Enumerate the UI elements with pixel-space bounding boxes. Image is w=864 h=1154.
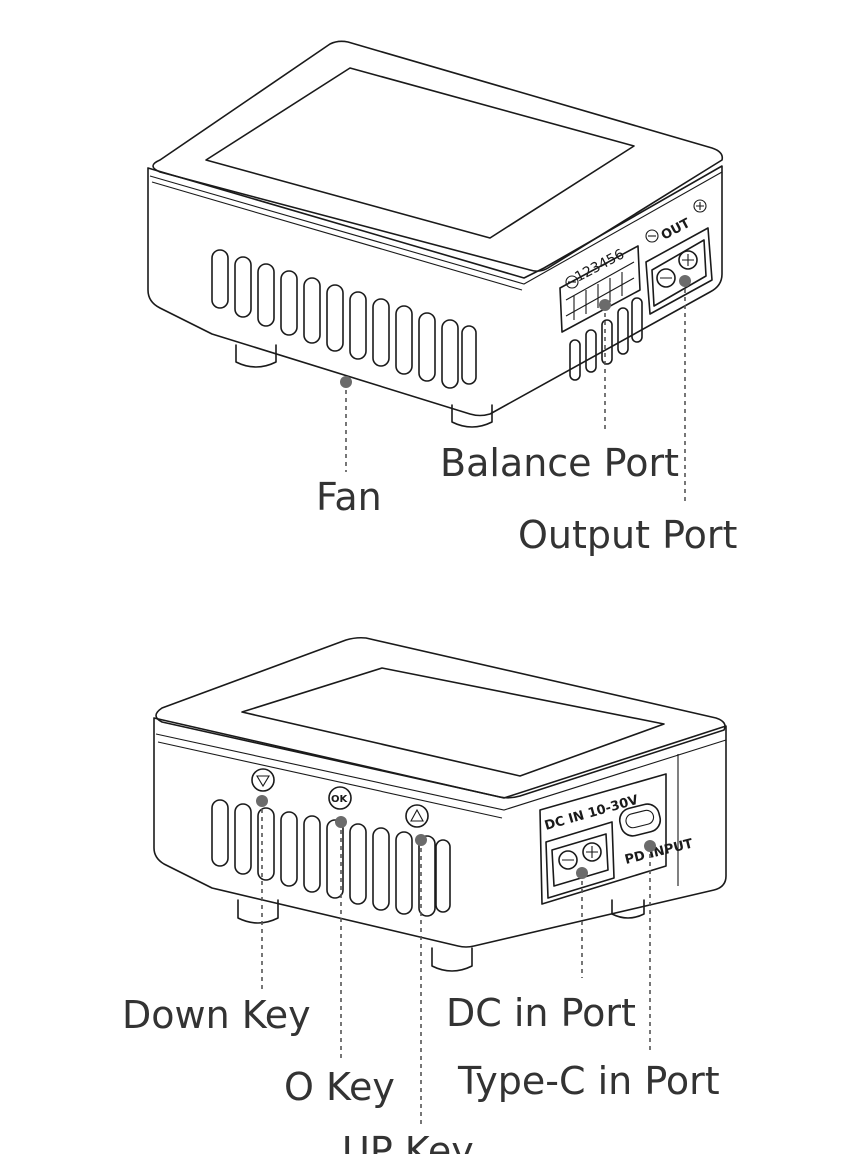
up-key-button: [405, 804, 429, 828]
callout-up-key: UP Key: [342, 834, 474, 1154]
callout-balance-port: Balance Port: [440, 299, 679, 485]
device-body: [153, 717, 727, 948]
callout-type-c-in-port: Type-C in Port: [457, 840, 720, 1103]
balance-port-label: Balance Port: [440, 441, 679, 485]
ok-key-marking: OK: [331, 794, 349, 805]
device-body: [147, 165, 723, 417]
fan-label: Fan: [316, 475, 382, 519]
up-key-label: UP Key: [342, 1129, 474, 1154]
device-feet: [237, 899, 645, 972]
type-c-in-port-label: Type-C in Port: [457, 1059, 720, 1103]
output-port-connector: OUT: [645, 199, 713, 315]
o-key-label: O Key: [284, 1065, 395, 1109]
display-screen: [205, 67, 635, 239]
device-bottom-view: OK DC IN 10-30V PD INPUT: [153, 636, 727, 972]
pd-input-marking: PD INPUT: [623, 836, 694, 867]
dc-in-port-label: DC in Port: [446, 991, 636, 1035]
callout-dc-in-port: DC in Port: [446, 867, 636, 1035]
output-port-label: Output Port: [518, 513, 737, 557]
down-key-button: [251, 768, 275, 792]
device-top-surface: [152, 40, 724, 272]
ok-key-button: OK: [328, 786, 352, 810]
callout-o-key: O Key: [284, 816, 395, 1109]
fan-vents: [211, 249, 643, 389]
display-screen: [241, 667, 665, 777]
device-top-view: 123456 OUT: [147, 40, 724, 428]
callout-output-port: Output Port: [518, 275, 737, 557]
input-port-panel: DC IN 10-30V PD INPUT: [539, 773, 695, 905]
device-feet: [235, 344, 493, 428]
device-top-surface: [155, 636, 726, 799]
down-key-label: Down Key: [122, 993, 311, 1037]
callout-fan: Fan: [316, 376, 382, 519]
cooling-vents: [211, 799, 451, 917]
callout-down-key: Down Key: [122, 795, 311, 1037]
